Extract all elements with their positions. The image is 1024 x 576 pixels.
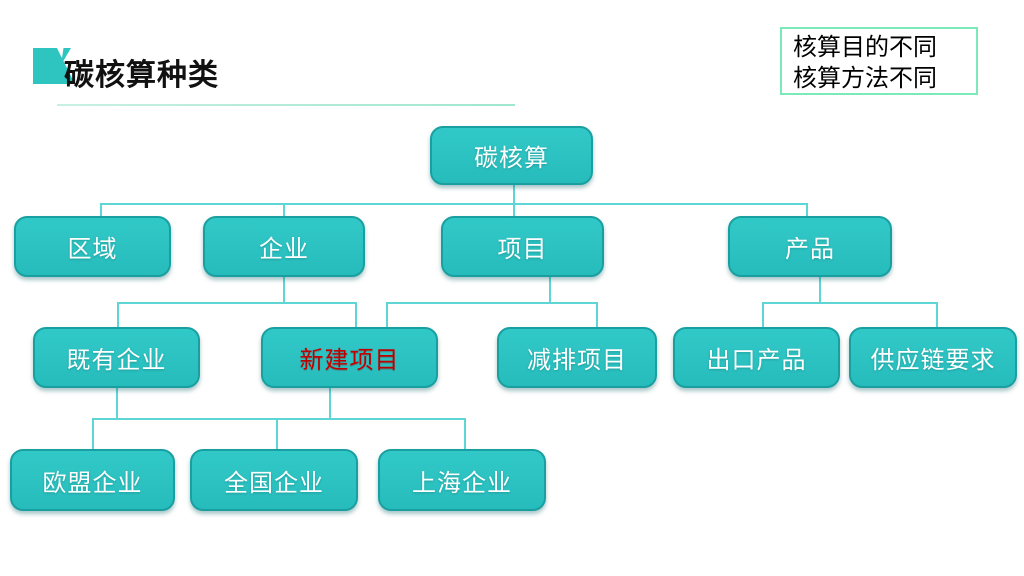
connector-line — [329, 388, 331, 420]
connector-line — [386, 302, 598, 304]
connector-line — [92, 418, 466, 420]
node-carbon-accounting: 碳核算 — [430, 126, 593, 185]
note-line-1: 核算目的不同 — [793, 34, 937, 61]
node-shanghai-enterprise: 上海企业 — [378, 449, 546, 511]
connector-line — [596, 302, 598, 327]
connector-line — [464, 418, 466, 449]
connector-line — [386, 302, 388, 327]
node-emission-reduction-project: 减排项目 — [497, 327, 657, 388]
title-underline — [57, 104, 515, 106]
connector-line — [283, 203, 285, 216]
connector-line — [513, 185, 515, 216]
page-title: 碳核算种类 — [64, 59, 219, 92]
connector-line — [100, 203, 808, 205]
connector-line — [762, 302, 764, 327]
note-line-2: 核算方法不同 — [793, 65, 937, 92]
accent-sliver-icon — [61, 48, 71, 65]
node-supply-chain-requirement: 供应链要求 — [849, 327, 1017, 388]
node-enterprise: 企业 — [203, 216, 365, 277]
connector-line — [806, 203, 808, 216]
connector-line — [762, 302, 938, 304]
connector-line — [100, 203, 102, 216]
node-existing-enterprise: 既有企业 — [33, 327, 200, 388]
node-export-product: 出口产品 — [673, 327, 840, 388]
connector-line — [549, 277, 551, 304]
node-region: 区域 — [14, 216, 171, 277]
connector-line — [283, 277, 285, 304]
connector-line — [355, 302, 357, 327]
connector-line — [117, 302, 357, 304]
node-product: 产品 — [728, 216, 892, 277]
connector-line — [276, 418, 278, 449]
node-new-project: 新建项目 — [261, 327, 438, 388]
node-eu-enterprise: 欧盟企业 — [10, 449, 175, 511]
connector-line — [116, 388, 118, 420]
node-national-enterprise: 全国企业 — [190, 449, 358, 511]
connector-line — [936, 302, 938, 327]
note-callout: 核算目的不同 核算方法不同 — [780, 27, 978, 95]
connector-line — [117, 302, 119, 327]
node-project: 项目 — [441, 216, 604, 277]
connector-line — [819, 277, 821, 304]
connector-line — [92, 418, 94, 449]
